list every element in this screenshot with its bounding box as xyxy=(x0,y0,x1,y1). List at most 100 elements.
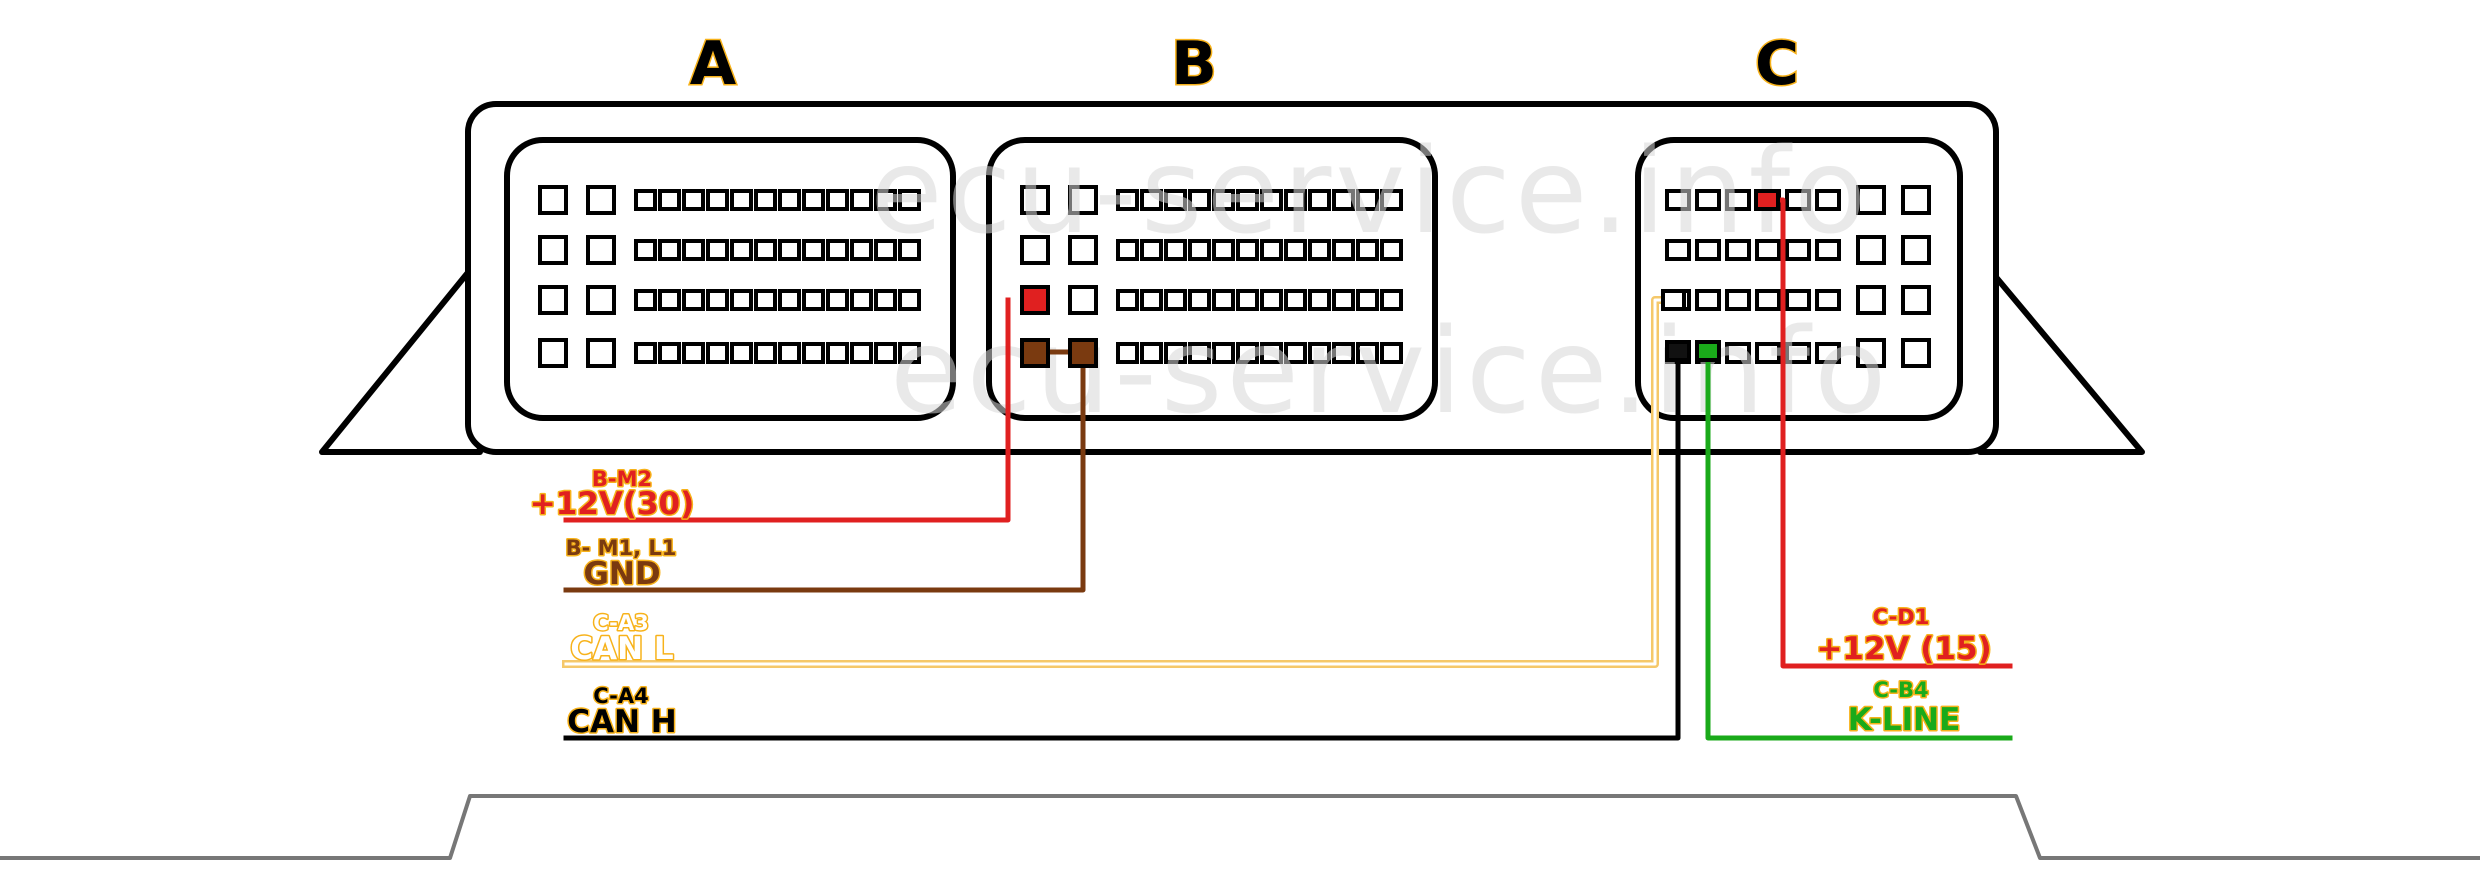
pins-c-pin xyxy=(1725,189,1751,211)
pins-b-pin xyxy=(1188,239,1211,261)
pins-b-pin xyxy=(1020,185,1050,215)
connector-c-pins xyxy=(1665,185,1931,368)
wire-c-a4 xyxy=(563,347,1681,741)
pins-a-pin xyxy=(754,239,777,261)
pins-a-pin xyxy=(586,338,616,368)
pins-a-pin xyxy=(586,185,616,215)
pins-b-pin xyxy=(1308,289,1331,311)
pins-c-pin xyxy=(1856,338,1886,368)
pins-c-pin xyxy=(1856,235,1886,265)
connector-a-block xyxy=(504,137,956,421)
pins-b-pin xyxy=(1332,289,1355,311)
pins-a-pin xyxy=(826,342,849,364)
pins-b-pin xyxy=(1308,342,1331,364)
pins-c-pin xyxy=(1785,189,1811,211)
pins-b-pin xyxy=(1356,189,1379,211)
label-signal-c-d1: +12V (15) xyxy=(1816,631,1991,667)
pins-b-pin xyxy=(1236,239,1259,261)
pins-c-pin xyxy=(1695,189,1721,211)
pins-b-pin xyxy=(1332,342,1355,364)
wire-c-a3 xyxy=(562,296,1667,668)
pins-a-pin xyxy=(802,289,825,311)
housing-left-flange xyxy=(319,267,483,455)
pins-c-pin xyxy=(1815,239,1841,261)
pins-b-pin xyxy=(1332,239,1355,261)
pins-b-pin xyxy=(1188,342,1211,364)
pins-b-pin xyxy=(1164,289,1187,311)
pins-b-pin xyxy=(1140,342,1163,364)
pins-a-pin xyxy=(706,239,729,261)
pins-a-pin xyxy=(658,289,681,311)
pins-a-pin xyxy=(682,189,705,211)
pins-b-pin xyxy=(1020,235,1050,265)
pins-b-pin xyxy=(1140,239,1163,261)
label-pin-c-a3: C-A3 xyxy=(593,611,648,635)
pins-a-pin xyxy=(658,342,681,364)
connector-a-label: A xyxy=(690,29,737,99)
pins-b-pin xyxy=(1356,239,1379,261)
pins-a-pin xyxy=(538,338,568,368)
connector-b-block xyxy=(986,137,1438,421)
pins-c-pin xyxy=(1856,285,1886,315)
pins-a-pin xyxy=(874,289,897,311)
pins-a-pin xyxy=(634,289,657,311)
pins-a-pin xyxy=(778,239,801,261)
highlighted-pins xyxy=(1020,189,1780,368)
pins-c-pin xyxy=(1901,285,1931,315)
pins-b-pin xyxy=(1332,189,1355,211)
label-signal-c-a4: CAN H xyxy=(567,704,676,740)
connector-c-label: C xyxy=(1755,29,1799,99)
pins-b-pin xyxy=(1308,239,1331,261)
pins-a-pin xyxy=(850,239,873,261)
pins-a-pin xyxy=(658,239,681,261)
pins-b-pin xyxy=(1116,342,1139,364)
pins-a-pin xyxy=(778,189,801,211)
pins-b-pin xyxy=(1380,289,1403,311)
label-pin-b-m1-l1: B- M1, L1 xyxy=(566,536,677,560)
pins-c-pin xyxy=(1901,235,1931,265)
pins-b-pin xyxy=(1284,239,1307,261)
pins-a-pin xyxy=(730,342,753,364)
pins-a-pin xyxy=(754,189,777,211)
pins-a-pin xyxy=(802,342,825,364)
pins-a-pin xyxy=(826,239,849,261)
pins-a-pin xyxy=(634,189,657,211)
pins-a-pin xyxy=(898,342,921,364)
pins-c-pin xyxy=(1755,239,1781,261)
watermark-top: ecu-service.info xyxy=(870,122,1870,260)
pins-b-pin xyxy=(1380,239,1403,261)
pins-b-pin xyxy=(1236,189,1259,211)
pins-c-pin xyxy=(1901,185,1931,215)
pins-b-pin xyxy=(1236,342,1259,364)
pins-c-pin xyxy=(1695,289,1721,311)
wire-b-m2 xyxy=(563,297,1011,523)
pins-b-pin xyxy=(1068,235,1098,265)
pins-a-pin xyxy=(754,342,777,364)
pins-a-pin xyxy=(730,189,753,211)
pin-c-b4-highlight xyxy=(1695,340,1721,362)
pins-c-pin xyxy=(1785,239,1811,261)
label-signal-c-a3: CAN L xyxy=(570,631,673,667)
pins-b-pin xyxy=(1068,285,1098,315)
pins-b-pin xyxy=(1164,239,1187,261)
pins-c-pin xyxy=(1665,189,1691,211)
pins-a-pin xyxy=(634,342,657,364)
pins-a-pin xyxy=(754,289,777,311)
pins-b-pin xyxy=(1212,342,1235,364)
pins-b-pin xyxy=(1260,289,1283,311)
pins-a-pin xyxy=(730,289,753,311)
pins-a-pin xyxy=(826,189,849,211)
pins-b-pin xyxy=(1308,189,1331,211)
pins-a-pin xyxy=(778,289,801,311)
pins-a-pin xyxy=(682,289,705,311)
pins-a-pin xyxy=(682,239,705,261)
pins-b-pin xyxy=(1356,342,1379,364)
pins-a-pin xyxy=(538,185,568,215)
pins-c-pin xyxy=(1695,239,1721,261)
label-pin-b-m2: B-M2 xyxy=(592,467,652,491)
pins-b-pin xyxy=(1212,289,1235,311)
pins-a-pin xyxy=(874,239,897,261)
pins-c-pin xyxy=(1725,289,1751,311)
label-pin-c-b4: C-B4 xyxy=(1873,678,1928,702)
watermark-bottom: ecu-service.info xyxy=(890,302,1890,440)
